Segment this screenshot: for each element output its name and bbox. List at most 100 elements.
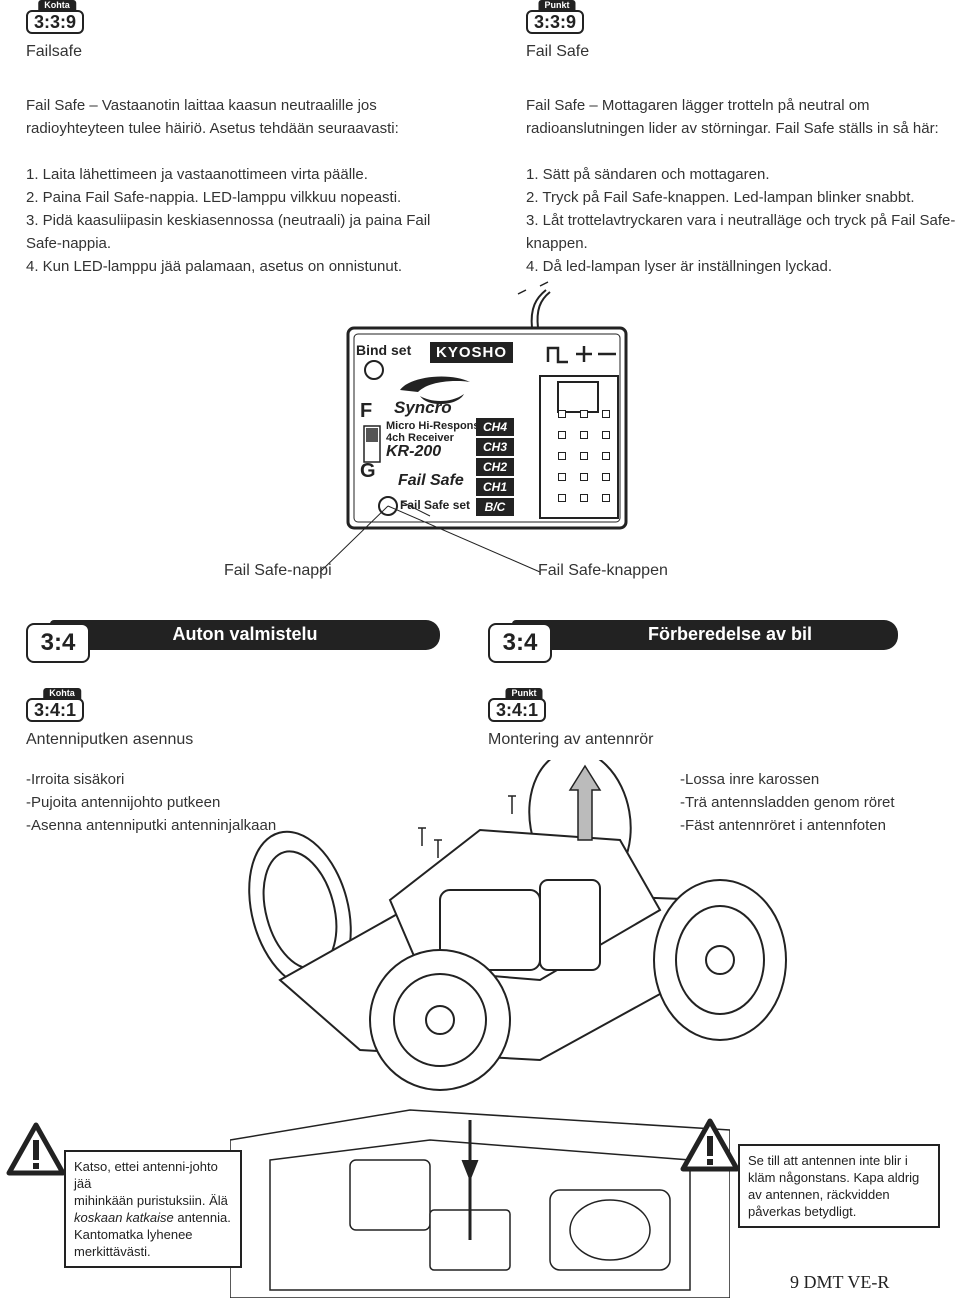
step-line: 1. Laita lähettimeen ja vastaanottimeen … <box>26 166 368 183</box>
warning-line: koskaan katkaise antennia. <box>74 1209 232 1226</box>
badge-number: 3:4:1 <box>488 698 547 722</box>
sub-badge-left: Kohta 3:4:1 <box>26 688 98 724</box>
badge-tag: Kohta <box>38 0 76 11</box>
badge-number: 3:3:9 <box>26 10 85 34</box>
truck-illustration <box>248 760 787 1091</box>
sub-items-right: -Lossa inre karossen -Trä antennsladden … <box>680 768 940 837</box>
instruction-item: -Pujoita antennijohto putkeen <box>26 794 221 811</box>
step-line: 2. Paina Fail Safe-nappia. LED-lamppu vi… <box>26 189 402 206</box>
intro-line: Fail Safe – Mottagaren lägger trotteln p… <box>526 97 870 114</box>
warning-icon <box>680 1118 740 1172</box>
step-line: knappen. <box>526 235 588 252</box>
failsafe-set-label: Fail Safe set <box>400 498 471 512</box>
receiver-pin <box>602 431 610 439</box>
antenna-arrow <box>568 764 602 841</box>
syncro-swoosh <box>400 376 470 392</box>
receiver-pin <box>580 431 588 439</box>
intro-right: Fail Safe – Mottagaren lägger trotteln p… <box>526 94 956 140</box>
section-title-right: Fail Safe <box>526 43 590 60</box>
section-bar-label: Auton valmistelu <box>172 624 318 644</box>
leader-line-left <box>319 505 389 573</box>
section-bar-left: Auton valmistelu <box>50 620 440 650</box>
step-line: 4. Kun LED-lamppu jää palamaan, asetus o… <box>26 258 403 275</box>
bind-set-label: Bind set <box>356 342 412 358</box>
receiver-pin <box>602 452 610 460</box>
badge-tag: Punkt <box>538 0 576 11</box>
warning-line: av antennen, räckvidden <box>748 1187 890 1202</box>
syncro-logo: Syncro <box>394 398 452 417</box>
leader-line-right <box>387 505 541 573</box>
plus-icon <box>576 346 592 362</box>
sub-items-left: -Irroita sisäkori -Pujoita antennijohto … <box>26 768 306 837</box>
sub-title-left: Antenniputken asennus <box>26 731 194 748</box>
section-badge-right: Punkt 3:3:9 <box>526 0 588 36</box>
receiver-pin <box>558 473 566 481</box>
warning-line: Se till att antennen inte blir i <box>748 1153 908 1168</box>
antenna-wire <box>530 289 551 329</box>
warning-text: antennia. <box>173 1210 231 1225</box>
section-number-left: 3:4 <box>26 623 90 663</box>
intro-line: Fail Safe – Vastaanotin laittaa kaasun n… <box>26 97 377 114</box>
bind-button <box>364 360 384 380</box>
receiver-pin <box>580 473 588 481</box>
receiver-pin <box>558 452 566 460</box>
receiver-pin <box>558 431 566 439</box>
section-badge-left: Kohta 3:3:9 <box>26 0 88 36</box>
instruction-item: -Irroita sisäkori <box>26 771 125 788</box>
switch-label-g: G <box>360 460 376 482</box>
steps-right: 1. Sätt på sändaren och mottagaren. 2. T… <box>526 163 956 278</box>
warning-line: mihinkään puristuksiin. Älä <box>74 1193 228 1208</box>
receiver-pin <box>602 494 610 502</box>
sub-title-right: Montering av antennrör <box>488 731 654 748</box>
instruction-item: -Asenna antenniputki antenninjalkaan <box>26 817 277 834</box>
warning-line: påverkas betydligt. <box>748 1204 857 1219</box>
warning-box-left: Katso, ettei antenni-johto jää mihinkään… <box>64 1150 242 1268</box>
antenna-insert-arrow <box>461 1159 479 1182</box>
warning-line: Kantomatka lyhenee <box>74 1227 193 1242</box>
step-line: 1. Sätt på sändaren och mottagaren. <box>526 166 770 183</box>
screw <box>508 795 516 814</box>
instruction-item: -Lossa inre karossen <box>680 771 820 788</box>
page-footer: 9 DMT VE-R <box>790 1272 890 1292</box>
antenna-detail-illustration <box>230 1109 730 1298</box>
badge-number: 3:4:1 <box>26 698 85 722</box>
step-line: 4. Då led-lampan lyser är inställningen … <box>526 258 832 275</box>
failsafe-logo: Fail Safe <box>398 472 464 489</box>
channel-label: B/C <box>476 498 514 516</box>
intro-line: radioyhteyteen tulee häiriö. Asetus tehd… <box>26 120 399 137</box>
model-label: KR-200 <box>386 443 442 460</box>
step-line: 3. Pidä kaasuliipasin keskiasennossa (ne… <box>26 212 431 229</box>
channel-label: CH4 <box>476 418 514 436</box>
badge-tag: Punkt <box>505 688 543 699</box>
warning-icon <box>6 1122 66 1176</box>
channel-label: CH3 <box>476 438 514 456</box>
receiver-pin <box>580 494 588 502</box>
screw <box>434 839 442 858</box>
brand-logo: KYOSHO <box>430 342 514 363</box>
channel-label: CH2 <box>476 458 514 476</box>
intro-left: Fail Safe – Vastaanotin laittaa kaasun n… <box>26 94 466 140</box>
signal-icon <box>546 346 568 364</box>
step-line: 3. Låt trottelavtryckaren vara i neutral… <box>526 212 956 229</box>
sub-badge-right: Punkt 3:4:1 <box>488 688 560 724</box>
warning-emphasis: koskaan katkaise <box>74 1210 174 1225</box>
section-title-left: Failsafe <box>26 43 83 60</box>
warning-box-right: Se till att antennen inte blir i kläm nå… <box>738 1144 940 1228</box>
badge-number: 3:3:9 <box>526 10 585 34</box>
intro-line: radioanslutningen lider av störningar. F… <box>526 120 939 137</box>
screw <box>418 827 426 846</box>
channel-list: CH4 CH3 CH2 CH1 B/C <box>476 418 514 516</box>
receiver-line1: Micro Hi-Response <box>386 420 486 432</box>
section-bar-label: Förberedelse av bil <box>647 624 813 644</box>
section-number-right: 3:4 <box>488 623 552 663</box>
instruction-item: -Fäst antennröret i antennfoten <box>680 817 886 834</box>
step-line: 2. Tryck på Fail Safe-knappen. Led-lampa… <box>526 189 915 206</box>
warning-line: Katso, ettei antenni-johto jää <box>74 1159 218 1191</box>
receiver-pin <box>580 452 588 460</box>
receiver-pin <box>602 473 610 481</box>
receiver-pin <box>558 494 566 502</box>
steps-left: 1. Laita lähettimeen ja vastaanottimeen … <box>26 163 476 278</box>
warning-line: kläm någonstans. Kapa aldrig <box>748 1170 920 1185</box>
section-bar-right: Förberedelse av bil <box>512 620 898 650</box>
receiver-pin <box>580 410 588 418</box>
